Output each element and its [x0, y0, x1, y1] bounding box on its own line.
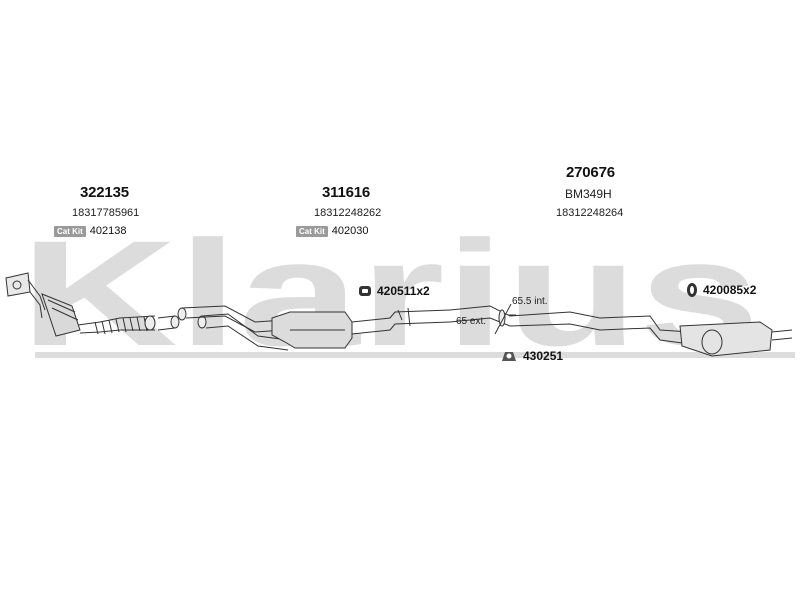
rubber-ring-icon — [687, 283, 697, 297]
front-pipe-catalyst — [5, 272, 180, 337]
fitting-code: 430251 — [523, 349, 564, 363]
dimension-int: 65.5 int. — [512, 296, 548, 307]
part-number-311616: 311616 — [322, 184, 371, 201]
fitting-420085: 420085x2 — [686, 282, 756, 298]
intermediate-catalyst — [177, 305, 451, 351]
rubber-hanger-icon — [359, 286, 371, 296]
clamp-icon — [502, 352, 516, 361]
part-number-322135: 322135 — [80, 184, 129, 201]
rear-pipe-silencer — [449, 305, 793, 357]
dimension-leaders — [494, 303, 516, 335]
oem-number-1: 18317785961 — [72, 207, 140, 219]
sub-code: BM349H — [565, 187, 612, 201]
fitting-code: 420511x2 — [377, 284, 430, 298]
fitting-420511: 420511x2 — [358, 284, 430, 298]
dimension-ext: 65 ext. — [456, 316, 487, 327]
fitting-430251: 430251 — [500, 349, 563, 363]
catkit-2: Cat Kit 402030 — [296, 225, 369, 237]
fitting-code: 420085x2 — [703, 283, 757, 297]
part-number-270676: 270676 — [566, 164, 615, 181]
oem-number-3: 18312248264 — [556, 207, 624, 219]
catkit-number: 402138 — [89, 225, 127, 237]
catkit-badge: Cat Kit — [296, 225, 328, 237]
watermark-logo: Klarius — [20, 209, 795, 377]
catkit-badge: Cat Kit — [54, 225, 86, 237]
svg-text:Klarius: Klarius — [20, 209, 760, 377]
oem-number-2: 18312248262 — [314, 207, 382, 219]
catkit-1: Cat Kit 402138 — [54, 225, 127, 237]
catkit-number: 402030 — [331, 225, 369, 237]
